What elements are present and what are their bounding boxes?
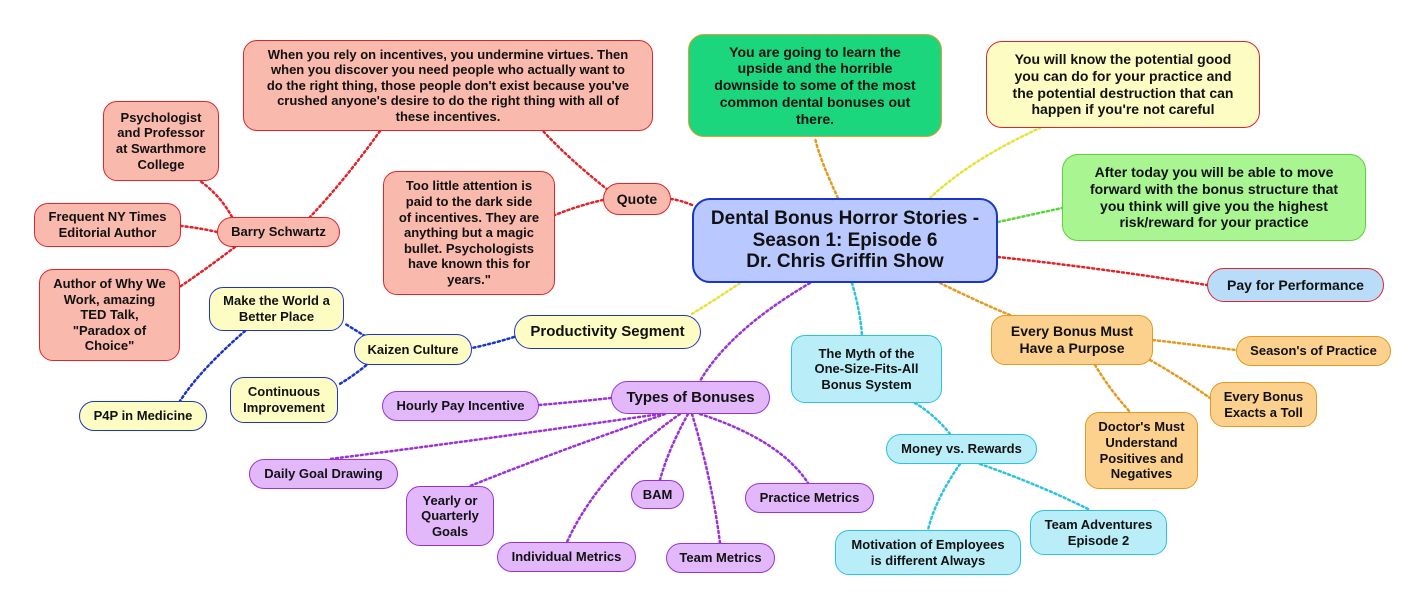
quote[interactable]: Quote <box>603 183 671 215</box>
continuous-improvement[interactable]: Continuous Improvement <box>230 377 338 423</box>
productivity-segment[interactable]: Productivity Segment <box>514 315 701 349</box>
hourly-pay-incentive[interactable]: Hourly Pay Incentive <box>382 391 539 421</box>
central-edge-pay <box>996 255 1209 287</box>
doctors-must-understand[interactable]: Doctor's Must Understand Positives and N… <box>1085 412 1198 489</box>
money-edge-team-adventures <box>978 462 1092 512</box>
types-edge-yearly <box>468 412 667 488</box>
money-edge-motivation <box>926 462 962 532</box>
purpose-edge-doctor <box>1093 363 1132 414</box>
quote-incentives[interactable]: When you rely on incentives, you undermi… <box>243 40 653 131</box>
types-edge-bam <box>658 412 690 482</box>
central-edge-types <box>698 281 812 383</box>
types-edge-individual <box>565 412 682 544</box>
types-of-bonuses[interactable]: Types of Bonuses <box>611 381 770 414</box>
central-edge-productivity <box>688 281 742 317</box>
central-edge-barry <box>308 129 382 219</box>
goal-know[interactable]: You will know the potential good you can… <box>986 41 1260 128</box>
purpose-edge-toll <box>1148 358 1212 400</box>
central-edge-goal-after <box>996 206 1064 224</box>
kaizen-culture[interactable]: Kaizen Culture <box>354 334 472 365</box>
barry-edge-psychologist <box>198 179 234 219</box>
types-edge-team <box>690 412 722 545</box>
productivity-edge-kaizen <box>470 335 516 350</box>
world-edge-p4p <box>178 329 247 403</box>
goal-after[interactable]: After today you will be able to move for… <box>1062 154 1366 241</box>
motivation-employees[interactable]: Motivation of Employees is different Alw… <box>835 530 1021 575</box>
barry-edge-author <box>173 245 237 292</box>
seasons-of-practice[interactable]: Season's of Practice <box>1236 336 1391 366</box>
money-vs-rewards[interactable]: Money vs. Rewards <box>886 434 1037 464</box>
barry-edge-nyt <box>179 224 219 234</box>
types-edge-hourly <box>537 396 613 407</box>
central-edge-purpose <box>938 281 1012 317</box>
barry-author[interactable]: Author of Why We Work, amazing TED Talk,… <box>39 269 180 361</box>
every-bonus-purpose[interactable]: Every Bonus Must Have a Purpose <box>991 315 1153 365</box>
types-edge-daily <box>328 412 662 461</box>
barry-schwartz[interactable]: Barry Schwartz <box>217 217 340 247</box>
myth-edge-money <box>913 401 952 436</box>
central-edge-quote <box>669 197 694 207</box>
team-metrics[interactable]: Team Metrics <box>666 543 775 573</box>
kaizen-edge-world <box>342 321 367 338</box>
yearly-quarterly-goals[interactable]: Yearly or Quarterly Goals <box>406 486 494 546</box>
make-world-better[interactable]: Make the World a Better Place <box>209 287 344 331</box>
pay-for-performance[interactable]: Pay for Performance <box>1207 268 1384 302</box>
individual-metrics[interactable]: Individual Metrics <box>497 542 636 572</box>
quote-edge-incentives <box>541 129 610 192</box>
daily-goal-drawing[interactable]: Daily Goal Drawing <box>249 459 398 489</box>
kaizen-edge-continuous <box>336 360 372 387</box>
types-edge-practice <box>698 412 810 485</box>
central-topic[interactable]: Dental Bonus Horror Stories - Season 1: … <box>692 198 998 283</box>
quote-edge-dark-side <box>553 198 605 217</box>
quote-dark-side[interactable]: Too little attention is paid to the dark… <box>383 171 555 295</box>
every-bonus-toll[interactable]: Every Bonus Exacts a Toll <box>1210 382 1317 427</box>
practice-metrics[interactable]: Practice Metrics <box>745 483 874 513</box>
central-edge-goal-learn <box>813 136 840 200</box>
goal-learn[interactable]: You are going to learn the upside and th… <box>688 34 942 137</box>
central-edge-goal-know <box>928 126 1042 200</box>
barry-nyt[interactable]: Frequent NY Times Editorial Author <box>34 203 181 247</box>
team-adventures[interactable]: Team Adventures Episode 2 <box>1030 510 1167 555</box>
p4p-in-medicine[interactable]: P4P in Medicine <box>79 401 207 431</box>
central-edge-myth <box>850 281 864 337</box>
barry-psychologist[interactable]: Psychologist and Professor at Swarthmore… <box>103 101 219 181</box>
purpose-edge-seasons <box>1151 338 1238 352</box>
bam[interactable]: BAM <box>631 480 684 509</box>
myth-one-size[interactable]: The Myth of the One-Size-Fits-All Bonus … <box>791 335 942 403</box>
